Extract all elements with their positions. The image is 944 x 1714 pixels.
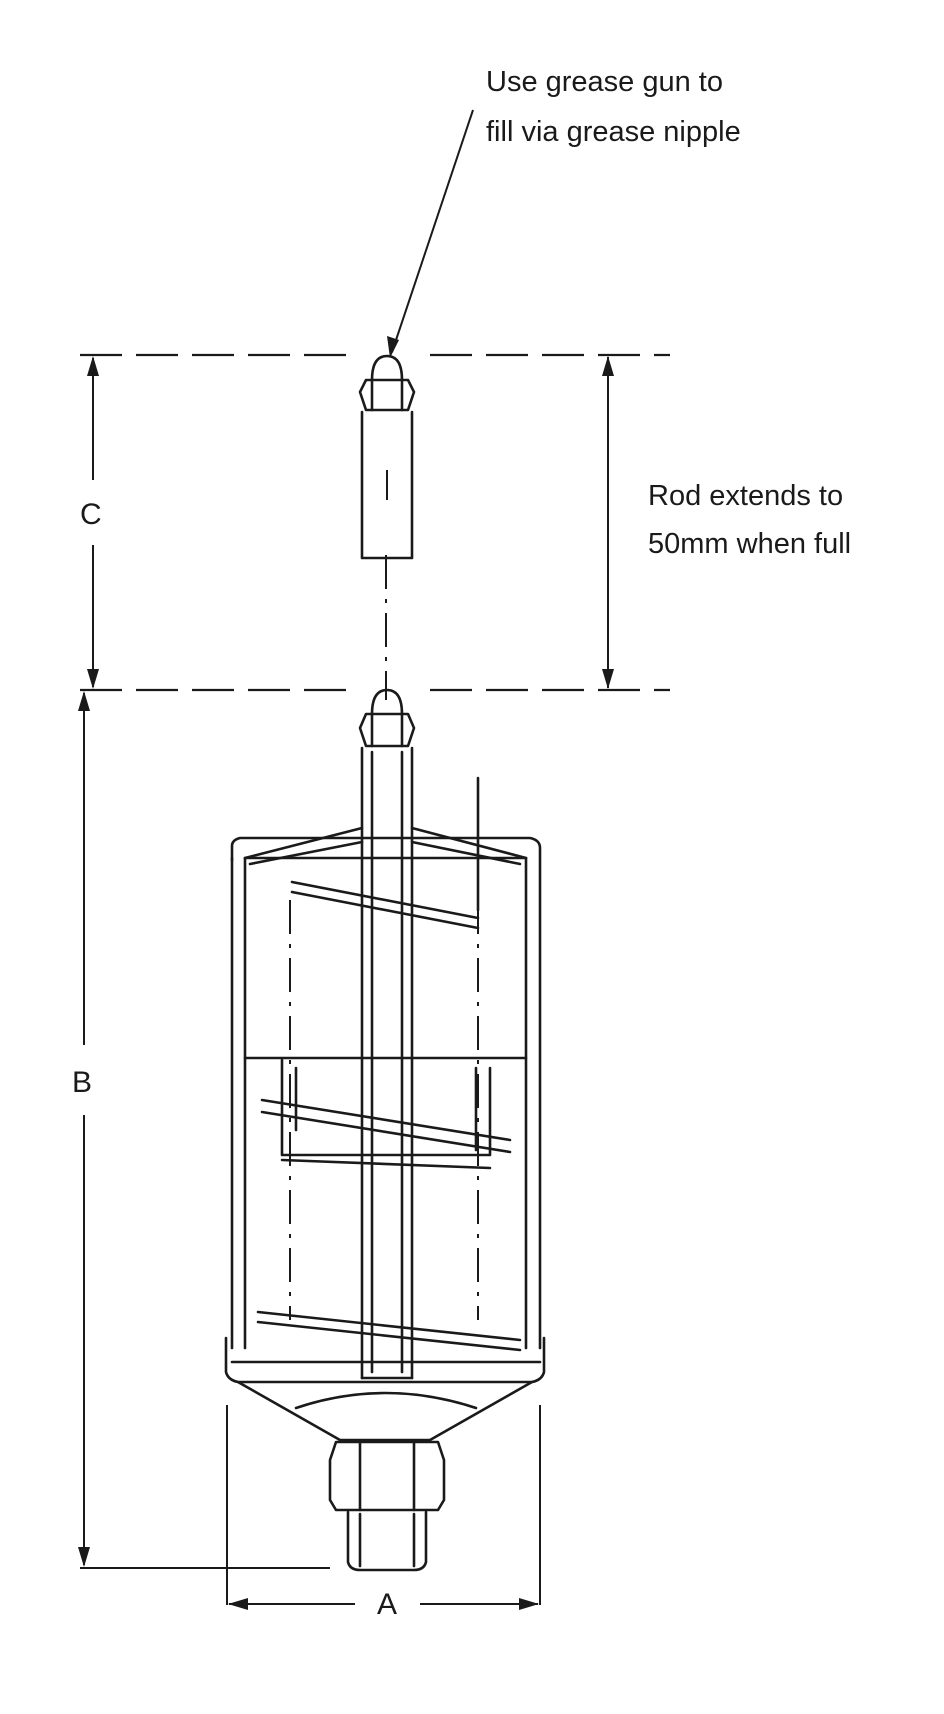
- dim-a-arrow-right: [519, 1598, 539, 1610]
- outlet-fitting: [328, 1440, 446, 1572]
- lubricator-rod: [358, 688, 416, 1380]
- dimension-b-line: [78, 691, 90, 1567]
- base-cone: [236, 1380, 534, 1442]
- nipple-leader-arrow: [387, 109, 474, 358]
- casing-inner-walls: [243, 856, 528, 1350]
- canister-body: [224, 776, 546, 1442]
- upper-nipple-hex: [358, 378, 416, 412]
- casing-right-side: [230, 836, 542, 1350]
- dimension-c-label: C: [80, 498, 102, 531]
- lower-nipple-hex: [358, 712, 416, 748]
- spring-coil-middle: [260, 1098, 512, 1154]
- lower-nipple-ball: [370, 688, 404, 716]
- dim-c-arrow-bottom: [87, 669, 99, 689]
- rod-note-line1: Rod extends to: [648, 480, 844, 512]
- outlet-thread: [346, 1510, 428, 1572]
- extended-rod: [358, 354, 416, 560]
- piston-plate: [280, 1058, 492, 1157]
- main-rod-outer: [360, 746, 414, 1380]
- rod-dim-arrow-bottom: [602, 669, 614, 689]
- leader-arrow-head: [387, 336, 399, 358]
- spring-coil-top: [290, 880, 480, 930]
- extension-lines: [80, 353, 670, 1605]
- dimension-b-label: B: [72, 1066, 93, 1099]
- upper-rod-body: [360, 410, 414, 560]
- dim-a-arrow-left: [228, 1598, 248, 1610]
- base-flange: [224, 1336, 546, 1384]
- main-rod-inner: [370, 750, 404, 1374]
- outlet-hex-nut: [328, 1440, 446, 1512]
- spring-coil-bottom: [256, 1310, 522, 1352]
- nipple-note-line1: Use grease gun to: [486, 66, 723, 98]
- dimension-a-label: A: [377, 1588, 398, 1621]
- nipple-note-line2: fill via grease nipple: [486, 116, 741, 148]
- dim-b-arrow-bottom: [78, 1547, 90, 1567]
- upper-nipple-ball: [370, 354, 404, 382]
- dim-c-arrow-top: [87, 356, 99, 376]
- dimension-c-line: [87, 356, 99, 689]
- dimension-a-line: [228, 1598, 539, 1610]
- dim-b-arrow-top: [78, 691, 90, 711]
- rod-extension-dimension: [602, 356, 614, 689]
- base-dome: [294, 1391, 478, 1410]
- rod-note-line2: 50mm when full: [648, 528, 852, 560]
- rod-dim-arrow-top: [602, 356, 614, 376]
- top-cap-cone: [243, 826, 528, 860]
